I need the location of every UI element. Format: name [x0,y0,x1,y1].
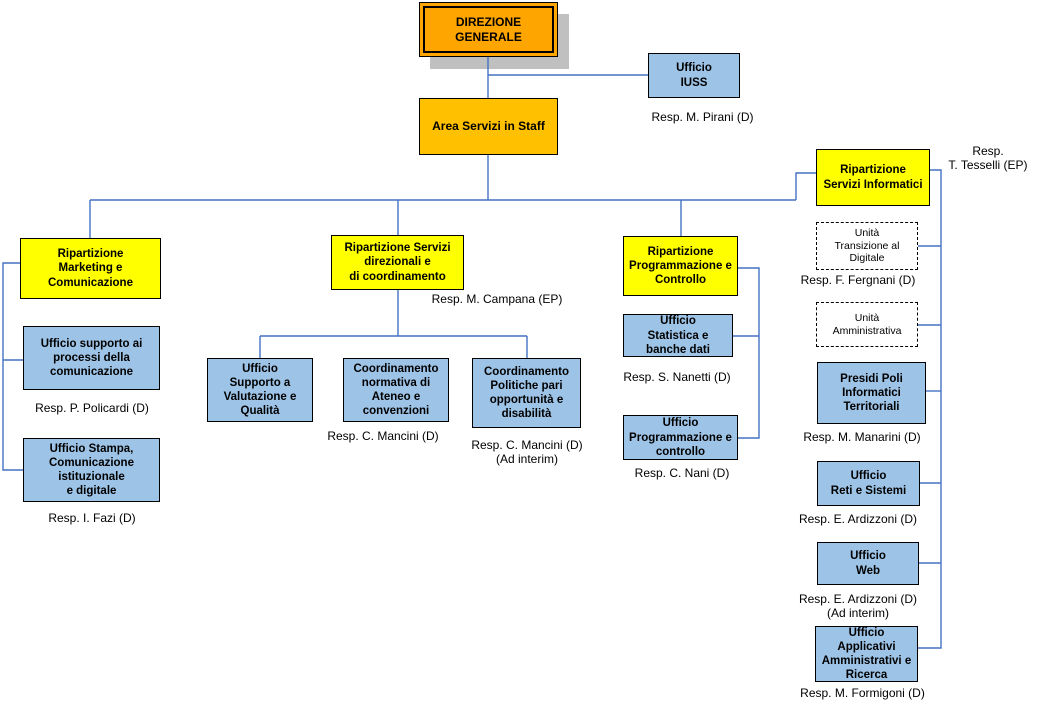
org-node-unita-transizione-digitale: Unità Transizione al Digitale [816,222,918,270]
org-node-ufficio-statistica: Ufficio Statistica e banche dati [623,314,733,357]
connector [2,262,23,471]
resp-label-fazi: Resp. I. Fazi (D) [48,511,136,525]
resp-label-campana: Resp. M. Campana (EP) [431,292,563,306]
org-node-coordinamento-normativa: Coordinamento normativa di Ateneo e conv… [343,358,449,422]
resp-label-fergnani: Resp. F. Fergnani (D) [800,273,916,287]
org-node-ripartizione-programmazione: Ripartizione Programmazione e Controllo [623,236,738,296]
resp-label-manarini: Resp. M. Manarini (D) [803,430,921,444]
org-node-unita-amministrativa: Unità Amministrativa [816,302,918,347]
org-node-ufficio-supporto-valutazione: Ufficio Supporto a Valutazione e Qualità [207,358,313,422]
org-node-area-servizi-in-staff: Area Servizi in Staff [419,98,558,155]
org-node-direzione-generale: DIREZIONE GENERALE [419,2,558,57]
connector [918,169,942,649]
resp-label-formigoni: Resp. M. Formigoni (D) [800,686,925,700]
resp-label-policardi: Resp. P. Policardi (D) [35,401,149,415]
org-node-ufficio-applicativi: Ufficio Applicativi Amministrativi e Ric… [815,626,918,682]
resp-label-ardizzoni-reti: Resp. E. Ardizzoni (D) [798,512,918,526]
resp-label-ardizzoni-web: Resp. E. Ardizzoni (D) (Ad interim) [798,592,918,621]
org-node-ripartizione-marketing: Ripartizione Marketing e Comunicazione [20,238,161,299]
org-node-ufficio-reti-sistemi: Ufficio Reti e Sistemi [817,461,920,506]
resp-label-mancini-politiche: Resp. C. Mancini (D) (Ad interim) [471,438,583,467]
org-node-ripartizione-servizi-direzionali: Ripartizione Servizi direzionali e di co… [331,235,464,290]
org-node-coordinamento-politiche: Coordinamento Politiche pari opportunità… [472,358,581,428]
connector [738,267,760,439]
connector [795,172,816,200]
org-node-presidi-poli-informatici: Presidi Poli Informatici Territoriali [817,362,926,424]
org-node-ripartizione-servizi-informatici: Ripartizione Servizi Informatici [816,149,930,206]
org-node-ufficio-supporto-processi: Ufficio supporto ai processi della comun… [23,326,160,390]
resp-label-mancini-normativa: Resp. C. Mancini (D) [327,429,439,443]
org-node-ufficio-iuss: Ufficio IUSS [648,53,740,98]
resp-label-nani: Resp. C. Nani (D) [634,466,730,480]
org-node-ufficio-stampa: Ufficio Stampa, Comunicazione istituzion… [23,438,160,502]
org-node-ufficio-web: Ufficio Web [817,542,919,585]
resp-label-nanetti: Resp. S. Nanetti (D) [623,370,731,384]
resp-label-pirani: Resp. M. Pirani (D) [651,110,754,124]
org-node-ufficio-programmazione-controllo: Ufficio Programmazione e controllo [623,415,738,460]
resp-label-tesselli: Resp. T. Tesselli (EP) [948,144,1028,173]
